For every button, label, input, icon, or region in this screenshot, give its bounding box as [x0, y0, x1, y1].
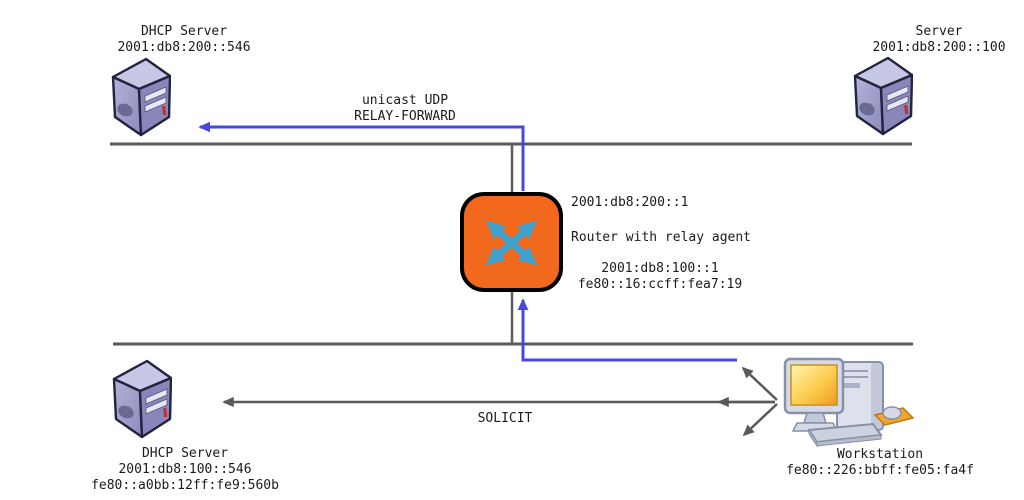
dhcp-server-top-icon — [103, 55, 171, 139]
dhcp-server-top-name: DHCP Server — [140, 24, 228, 39]
relay-forward-arrow — [198, 121, 525, 191]
server-label: Server 2001:db8:200::100 — [849, 24, 1024, 56]
router-downstream-address: 2001:db8:100::1 — [601, 261, 719, 276]
relayed-solicit-arrow — [517, 298, 737, 362]
server-address: 2001:db8:200::100 — [872, 40, 1006, 55]
router-upstream-address: 2001:db8:200::1 — [571, 195, 689, 210]
relay-forward-line1: unicast UDP — [361, 93, 449, 108]
dhcp-server-top-label: DHCP Server 2001:db8:200::546 — [94, 24, 274, 56]
dhcp-server-top-address: 2001:db8:200::546 — [117, 40, 251, 55]
workstation-label: Workstation fe80::226:bbff:fe05:fa4f — [780, 447, 980, 479]
dhcp-server-bottom-label: DHCP Server 2001:db8:100::546 fe80::a0bb… — [85, 446, 285, 494]
dhcp-server-bottom-link-local: fe80::a0bb:12ff:fe9:560b — [91, 478, 279, 493]
dhcp-server-bottom-name: DHCP Server — [141, 446, 229, 461]
relay-forward-label: unicast UDP RELAY-FORWARD — [315, 93, 495, 125]
router-icon — [460, 192, 563, 292]
server-icon — [845, 54, 913, 138]
solicit-label: SOLICIT — [477, 411, 533, 426]
router-downstream-label: 2001:db8:100::1 fe80::16:ccff:fea7:19 — [560, 261, 760, 293]
relay-forward-line2: RELAY-FORWARD — [354, 109, 456, 124]
router-link-local: fe80::16:ccff:fea7:19 — [577, 277, 743, 292]
router-name: Router with relay agent — [571, 230, 752, 245]
dhcp-server-bottom-address: 2001:db8:100::546 — [118, 462, 252, 477]
solicit-arrow-down-diagonal — [742, 403, 778, 437]
solicit-arrow-up-diagonal — [741, 366, 778, 401]
dhcp-server-bottom-icon — [104, 356, 172, 442]
workstation-icon — [783, 357, 915, 448]
server-name: Server — [915, 24, 963, 39]
workstation-name: Workstation — [836, 447, 924, 462]
router-x-arrow-2 — [485, 220, 538, 266]
workstation-link-local: fe80::226:bbff:fe05:fa4f — [786, 463, 974, 478]
